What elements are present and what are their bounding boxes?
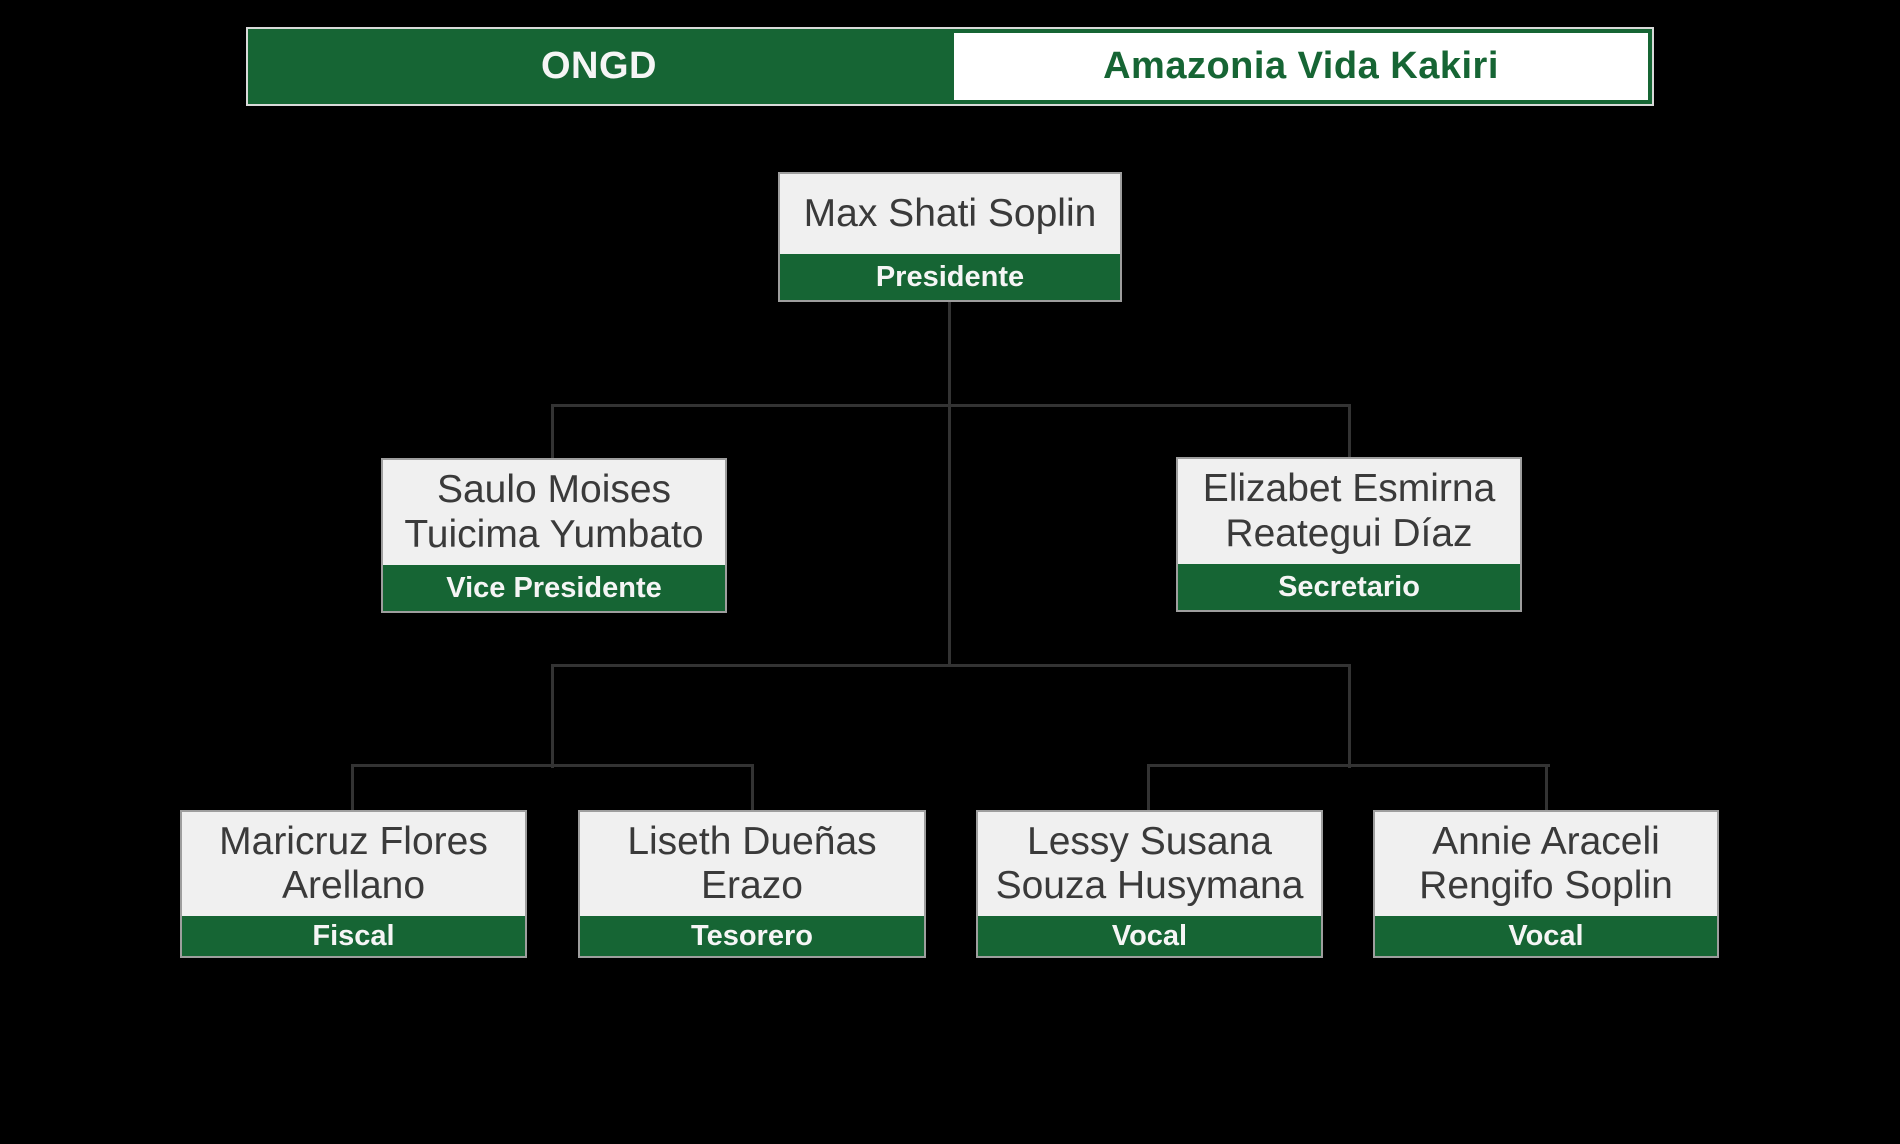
connector-level1-horizontal <box>551 404 1351 407</box>
role-badge: Vocal <box>978 916 1321 956</box>
organization-name-label: Amazonia Vida Kakiri <box>1103 45 1499 87</box>
member-name-line2: Erazo <box>701 864 803 907</box>
role-badge: Vocal <box>1375 916 1717 956</box>
member-name-line2: Rengifo Soplin <box>1419 864 1673 907</box>
member-name: Maricruz Flores Arellano <box>182 812 525 916</box>
member-name: Max Shati Soplin <box>780 174 1120 254</box>
role-badge: Secretario <box>1178 564 1520 610</box>
connector-left-pair-drop <box>551 664 554 768</box>
role-badge: Fiscal <box>182 916 525 956</box>
organization-name-box: Amazonia Vida Kakiri <box>950 29 1652 104</box>
connector-tesorero-drop <box>751 764 754 814</box>
member-name: Lessy Susana Souza Husymana <box>978 812 1321 916</box>
member-name-line2: Tuicima Yumbato <box>404 512 704 556</box>
connector-fiscal-drop <box>351 764 354 814</box>
org-node-vocal-2: Annie Araceli Rengifo Soplin Vocal <box>1373 810 1719 958</box>
member-name-line1: Lessy Susana <box>1027 819 1272 863</box>
connector-trunk-vertical <box>948 300 951 667</box>
role-badge: Presidente <box>780 254 1120 300</box>
member-name: Annie Araceli Rengifo Soplin <box>1375 812 1717 916</box>
member-name: Liseth Dueñas Erazo <box>580 812 924 916</box>
member-name-line1: Annie Araceli <box>1432 819 1660 863</box>
org-node-vice-presidente: Saulo Moises Tuicima Yumbato Vice Presid… <box>381 458 727 613</box>
connector-vocal2-drop <box>1545 764 1548 814</box>
member-name-line2: Souza Husymana <box>995 864 1304 907</box>
org-node-fiscal: Maricruz Flores Arellano Fiscal <box>180 810 527 958</box>
member-name-line1: Liseth Dueñas <box>627 819 877 863</box>
connector-level2-horizontal <box>551 664 1351 667</box>
org-node-vocal-1: Lessy Susana Souza Husymana Vocal <box>976 810 1323 958</box>
org-node-presidente: Max Shati Soplin Presidente <box>778 172 1122 302</box>
connector-vice-drop <box>551 404 554 461</box>
member-name-line1: Saulo Moises <box>436 468 672 512</box>
connector-right-pair-horizontal <box>1147 764 1550 767</box>
member-name-line1: Max Shati Soplin <box>803 191 1097 235</box>
member-name-line1: Elizabet Esmirna <box>1202 467 1496 511</box>
header-banner: ONGD Amazonia Vida Kakiri <box>246 27 1654 106</box>
member-name-line2: Arellano <box>281 864 426 907</box>
connector-secretario-drop <box>1348 404 1351 460</box>
connector-right-pair-drop <box>1348 664 1351 768</box>
org-node-tesorero: Liseth Dueñas Erazo Tesorero <box>578 810 926 958</box>
member-name: Elizabet Esmirna Reategui Díaz <box>1178 459 1520 564</box>
ongd-label: ONGD <box>541 45 657 87</box>
role-badge: Vice Presidente <box>383 565 725 611</box>
role-badge: Tesorero <box>580 916 924 956</box>
org-node-secretario: Elizabet Esmirna Reategui Díaz Secretari… <box>1176 457 1522 612</box>
member-name-line1: Maricruz Flores <box>219 819 488 863</box>
member-name-line2: Reategui Díaz <box>1225 511 1473 555</box>
member-name: Saulo Moises Tuicima Yumbato <box>383 460 725 565</box>
ongd-box: ONGD <box>248 29 950 104</box>
connector-left-pair-horizontal <box>351 764 754 767</box>
connector-vocal1-drop <box>1147 764 1150 814</box>
